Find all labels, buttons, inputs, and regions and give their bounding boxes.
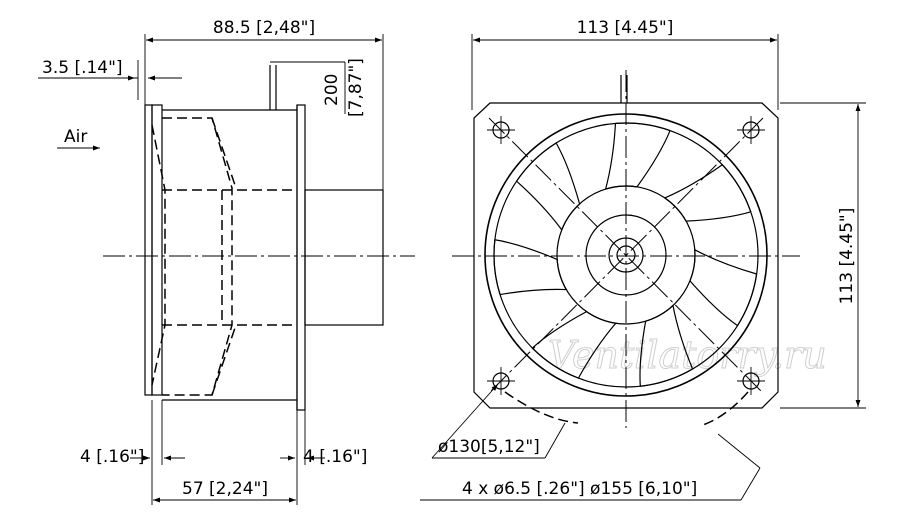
side-view: 88.5 [2,48"] 3.5 [.14"] 200 [7,87"] Air (38, 18, 415, 505)
overall-depth-label: 88.5 [2,48"] (213, 18, 315, 38)
holes-and-circle-label: 4 x ø6.5 [.26"] ø155 [6,10"] (462, 479, 697, 499)
width-label: 113 [4.45"] (577, 18, 674, 38)
front-offset-label: 3.5 [.14"] (42, 58, 123, 78)
venturi-diameter-label: ø130[5,12"] (438, 437, 540, 457)
body-depth-label: 57 [2,24"] (182, 479, 268, 499)
fan-frame (473, 102, 779, 409)
lead-length-mm-label: 200 (322, 74, 342, 106)
flange-left-label: 4 [.16"] (80, 447, 144, 467)
air-flow-label: Air (64, 127, 87, 147)
front-view: 113 [4.45"] 113 [4.45"] (420, 18, 866, 501)
fan-blade (639, 304, 694, 387)
lead-length-in-label: [7,87"] (346, 58, 366, 117)
fan-blade (689, 248, 758, 327)
fan-blade (604, 122, 671, 190)
blades (493, 122, 758, 387)
fan-blade (663, 163, 752, 222)
height-label: 113 [4.45"] (837, 208, 857, 305)
fan-blade (515, 142, 581, 232)
fan-blade (531, 310, 617, 379)
fan-blade (493, 239, 568, 296)
flange-right-label: 4 [.16"] (303, 447, 367, 467)
